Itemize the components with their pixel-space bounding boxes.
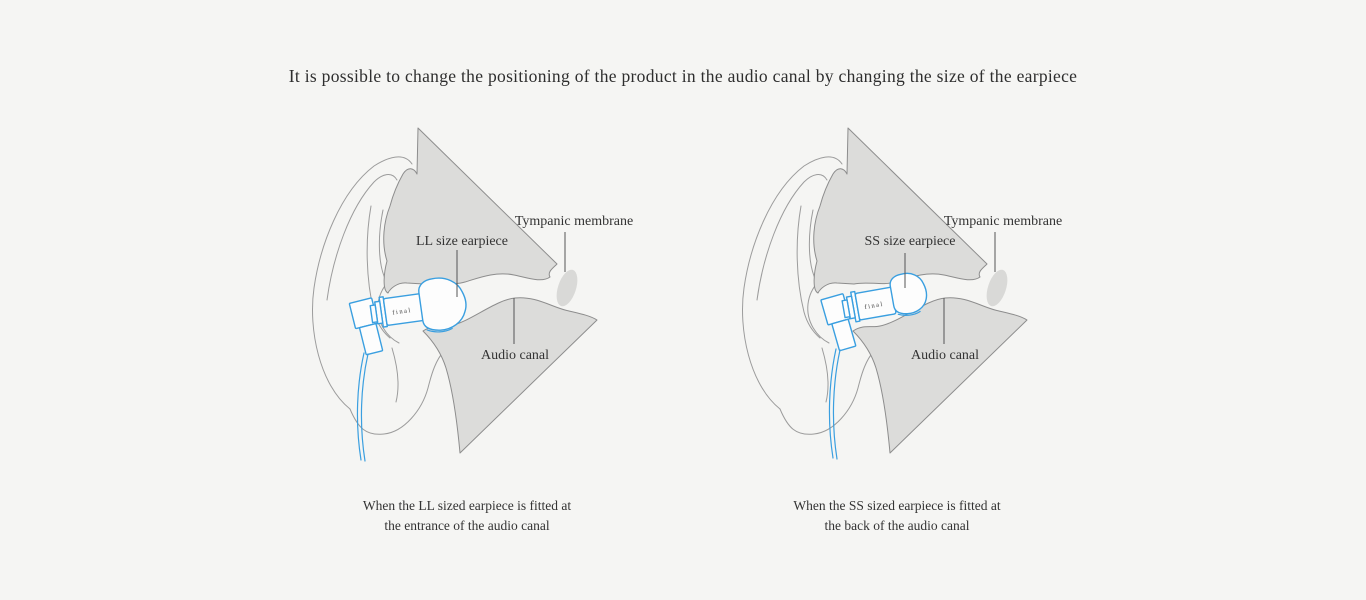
caption-ll-line1: When the LL sized earpiece is fitted at	[362, 498, 572, 513]
earphone-cable	[360, 353, 369, 462]
diagram-ll: final LL size earpiece Tympanic membrane…	[312, 127, 633, 462]
label-tympanic-membrane: Tympanic membrane	[944, 214, 1062, 229]
earphone-cable	[828, 348, 837, 459]
label-tympanic-membrane: Tympanic membrane	[515, 214, 633, 229]
earphone-cable	[356, 352, 365, 461]
earpiece-tip-skirt	[897, 310, 921, 316]
label-audio-canal: Audio canal	[481, 348, 549, 363]
label-earpiece-size: LL size earpiece	[416, 234, 508, 249]
caption-ss-line2: the back of the audio canal	[824, 517, 970, 533]
caption-ll: When the LL sized earpiece is fitted at …	[267, 496, 667, 535]
earpiece-tip-ss	[889, 272, 928, 315]
caption-ss: When the SS sized earpiece is fitted at …	[697, 496, 1097, 535]
label-earpiece-size: SS size earpiece	[865, 234, 956, 249]
earphone-flange-3	[369, 304, 379, 324]
earphone-cable	[832, 349, 841, 460]
earphone-brand-text: final	[392, 307, 412, 317]
earphone-ll: final	[348, 277, 467, 462]
earpiece-tip-skirt	[426, 327, 453, 333]
earphone-strain-relief	[358, 323, 384, 356]
earphone-strain-relief	[831, 318, 857, 352]
earphone-brand-text: final	[864, 301, 884, 311]
earpiece-tip-ll	[418, 277, 467, 331]
earphone-ss: final	[820, 272, 928, 460]
label-audio-canal: Audio canal	[911, 348, 979, 363]
diagram-ss: final SS size earpiece Tympanic membrane…	[742, 127, 1062, 460]
ear-diagrams-illustration: final LL size earpiece Tympanic membrane…	[312, 127, 1062, 462]
caption-ss-line1: When the SS sized earpiece is fitted at	[793, 498, 1001, 513]
caption-ll-line2: the entrance of the audio canal	[384, 517, 550, 533]
earphone-flange-3	[841, 299, 851, 319]
page-title: It is possible to change the positioning…	[288, 66, 1078, 86]
